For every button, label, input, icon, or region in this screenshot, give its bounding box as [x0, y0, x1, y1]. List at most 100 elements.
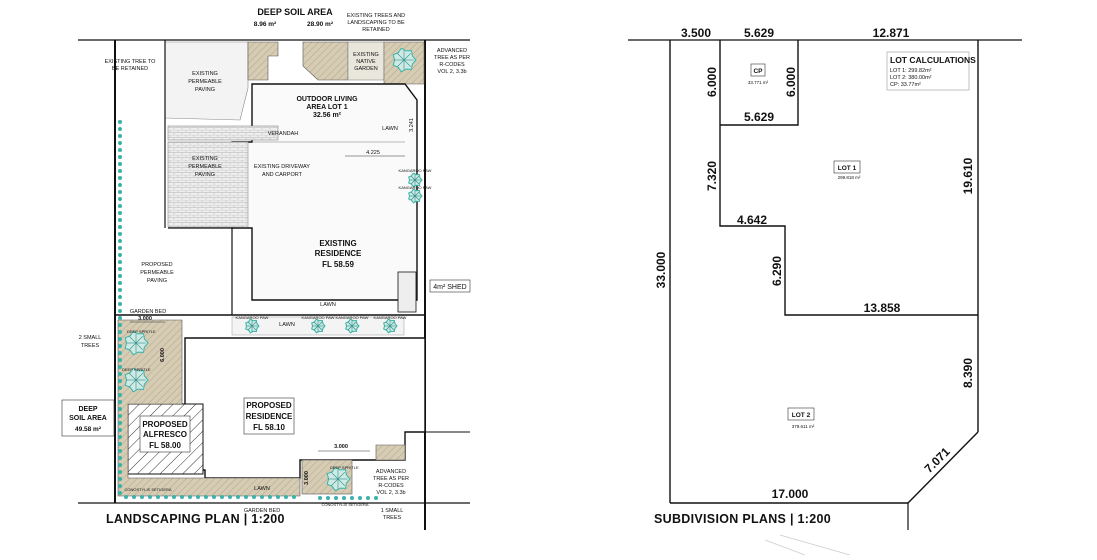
deep-soil-left-1: DEEP: [78, 406, 97, 413]
landscaping-plan-title: LANDSCAPING PLAN | 1:200: [106, 512, 285, 526]
proposed-residence-1: PROPOSED: [246, 401, 292, 410]
native-garden-2: NATIVE: [356, 59, 376, 65]
sub-dim-19610: 19.610: [961, 157, 975, 194]
deep-soil-area-a: [247, 41, 279, 81]
conostylis-dot: [118, 176, 122, 180]
conostylis-dot: [118, 253, 122, 257]
conostylis-dot: [118, 393, 122, 397]
tree-icon: [408, 172, 423, 188]
conostylis-dot: [118, 456, 122, 460]
sub-dim-33000: 33.000: [654, 251, 668, 288]
conostylis-dot: [172, 495, 176, 499]
lot-calc-line-2: LOT 2: 380.00m²: [890, 75, 932, 81]
conostylis-dot: [236, 495, 240, 499]
sub-dim-6000-left: 6.000: [705, 67, 719, 97]
proposed-residence-box: [243, 397, 295, 435]
conostylis-dot: [118, 386, 122, 390]
conostylis-dot: [284, 495, 288, 499]
sub-dim-6290: 6.290: [770, 256, 784, 286]
lawn-strip-label: LAWN: [279, 322, 295, 328]
conostylis-dot: [118, 127, 122, 131]
conostylis-dot: [118, 141, 122, 145]
conostylis-dot: [118, 190, 122, 194]
conostylis-dot: [358, 496, 362, 500]
deep-soil-left-3: 49.58 m²: [75, 426, 102, 433]
conostylis-dot: [118, 428, 122, 432]
alfresco-label-box: [139, 415, 191, 453]
dim-3000-a: 3.000: [138, 316, 152, 322]
conostylis-dot: [118, 183, 122, 187]
conostylis-dot: [118, 197, 122, 201]
conostylis-dot: [326, 496, 330, 500]
lot-calculations-box: [886, 51, 970, 91]
conostylis-dot: [118, 372, 122, 376]
lot2-area: 379.611 m²: [792, 424, 815, 429]
tree-icon: [392, 47, 417, 73]
outdoor-living-2: AREA LOT 1: [306, 104, 347, 111]
landscaping-plan: DEEP SOIL AREA 8.96 m² 28.90 m² EXISTING…: [61, 7, 471, 530]
lot-calc-line-1: LOT 1: 299.82m²: [890, 68, 932, 74]
existing-residence-3: FL 58.59: [322, 260, 354, 269]
proposed-alfresco-3: FL 58.00: [149, 441, 181, 450]
conostylis-dot: [148, 495, 152, 499]
deep-soil-top-title: DEEP SOIL AREA: [257, 7, 333, 17]
conostylis-dot: [118, 267, 122, 271]
tree-icon: [245, 318, 260, 334]
deep-soil-top-area-a: 8.96 m²: [254, 21, 277, 28]
conostylis-dot: [292, 495, 296, 499]
deep-soil-left-strip: [117, 319, 301, 497]
conostylis-dot: [118, 169, 122, 173]
conostylis-dot: [118, 246, 122, 250]
conostylis-dot: [118, 414, 122, 418]
conostylis-dot: [118, 330, 122, 334]
conostylis-dot: [118, 239, 122, 243]
kangaroo-paw-4: KANGAROO PAW: [374, 315, 407, 320]
native-garden-3: GARDEN: [354, 66, 378, 72]
existing-tree-left-1: EXISTING TREE TO: [105, 59, 156, 65]
permeable-paving-top-1: EXISTING: [192, 71, 218, 77]
conostylis-dot: [188, 495, 192, 499]
conostylis-dot: [118, 400, 122, 404]
two-small-trees-2: TREES: [81, 343, 100, 349]
common-property-outline: [720, 40, 799, 126]
conostylis-dot: [118, 477, 122, 481]
conostylis-dot: [118, 162, 122, 166]
shed-box: [397, 271, 417, 313]
conostylis-dot: [118, 442, 122, 446]
proposed-alfresco-2: ALFRESCO: [143, 430, 187, 439]
permeable-paving-mid-2: PERMEABLE: [188, 164, 222, 170]
lot1-label-box: [833, 160, 861, 174]
conostylis-dots: [118, 120, 378, 500]
conostylis-dot: [228, 495, 232, 499]
conostylis-dot: [164, 495, 168, 499]
proposed-paving-3: PAVING: [147, 278, 167, 284]
sub-dim-6000-right: 6.000: [784, 67, 798, 97]
tree-icon: [311, 318, 326, 334]
conostylis-dot: [118, 211, 122, 215]
conostylis-dot: [366, 496, 370, 500]
deep-soil-left-2: SOIL AREA: [69, 415, 107, 422]
existing-driveway-area: [167, 141, 249, 228]
conostylis-dot: [118, 316, 122, 320]
conostylis-dot: [118, 421, 122, 425]
conostylis-dot: [350, 496, 354, 500]
verandah-area: [167, 125, 279, 141]
conostylis-dot: [212, 495, 216, 499]
one-small-tree-1: 1 SMALL: [381, 508, 404, 514]
proposed-paving-2: PERMEABLE: [140, 270, 174, 276]
tree-icon: [326, 466, 351, 492]
lot2-label-box: [787, 407, 815, 421]
conostylis-dot: [118, 225, 122, 229]
conostylis-dot: [118, 337, 122, 341]
verandah-label: VERANDAH: [268, 131, 299, 137]
proposed-residence-2: RESIDENCE: [246, 412, 293, 421]
advanced-tree-bottom-1: ADVANCED: [376, 469, 406, 475]
advanced-tree-top-4: VOL 2, 3.3b: [437, 69, 466, 75]
existing-tree-left-2: BE RETAINED: [112, 66, 148, 72]
conostylis-dot: [118, 463, 122, 467]
cp-label: CP: [753, 68, 763, 75]
tree-icon: [383, 318, 398, 334]
cp-area: 33.771 m²: [748, 80, 769, 85]
conostylis-dot: [118, 470, 122, 474]
